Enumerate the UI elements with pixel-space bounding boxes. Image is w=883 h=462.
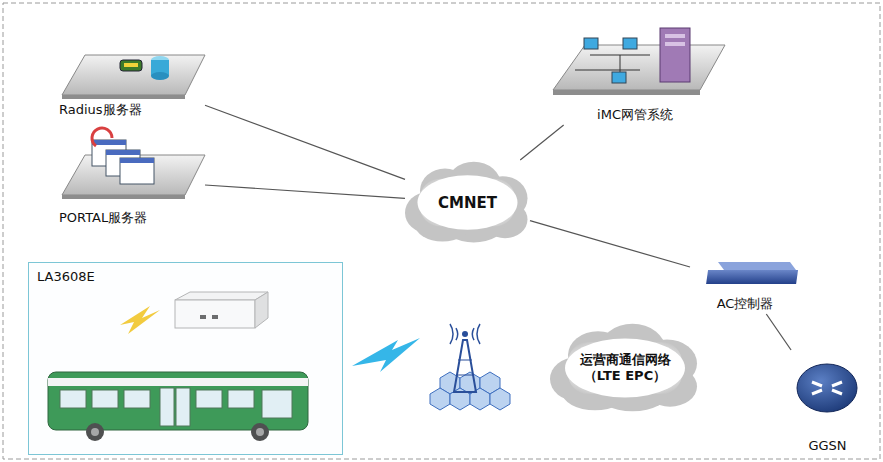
device-node: PORTAL服务器 xyxy=(55,132,205,228)
network-link xyxy=(520,125,563,160)
node-label: Radius服务器 xyxy=(59,102,142,118)
node-label: GGSN xyxy=(808,438,846,454)
network-cloud: CMNET xyxy=(405,160,530,245)
imc-icon xyxy=(553,28,725,95)
device-node: AC控制器 xyxy=(690,252,800,314)
portal-icon xyxy=(62,128,205,199)
network-link xyxy=(530,221,690,267)
network-link xyxy=(205,185,405,198)
network-link xyxy=(766,314,791,350)
node-label: CMNET xyxy=(438,194,497,212)
ggsn-router xyxy=(797,364,857,412)
device-node: iMC网管系统 xyxy=(545,10,725,125)
base-station xyxy=(430,324,510,410)
wireless-link xyxy=(352,338,420,372)
device-node: GGSN xyxy=(790,350,865,456)
node-label: PORTAL服务器 xyxy=(59,210,147,226)
ac-device xyxy=(706,262,798,284)
node-label: iMC网管系统 xyxy=(597,107,673,123)
node-label: 运营商通信网络 （LTE EPC） xyxy=(575,352,675,383)
terminal-panel: LA3608E xyxy=(28,262,343,455)
network-cloud: 运营商通信网络 （LTE EPC） xyxy=(550,322,700,414)
radius-icon xyxy=(62,55,205,99)
node-label: LA3608E xyxy=(37,269,95,285)
outer-frame xyxy=(3,3,880,459)
device-node: Radius服务器 xyxy=(55,35,205,120)
network-link xyxy=(205,105,405,179)
node-label: AC控制器 xyxy=(717,296,774,312)
